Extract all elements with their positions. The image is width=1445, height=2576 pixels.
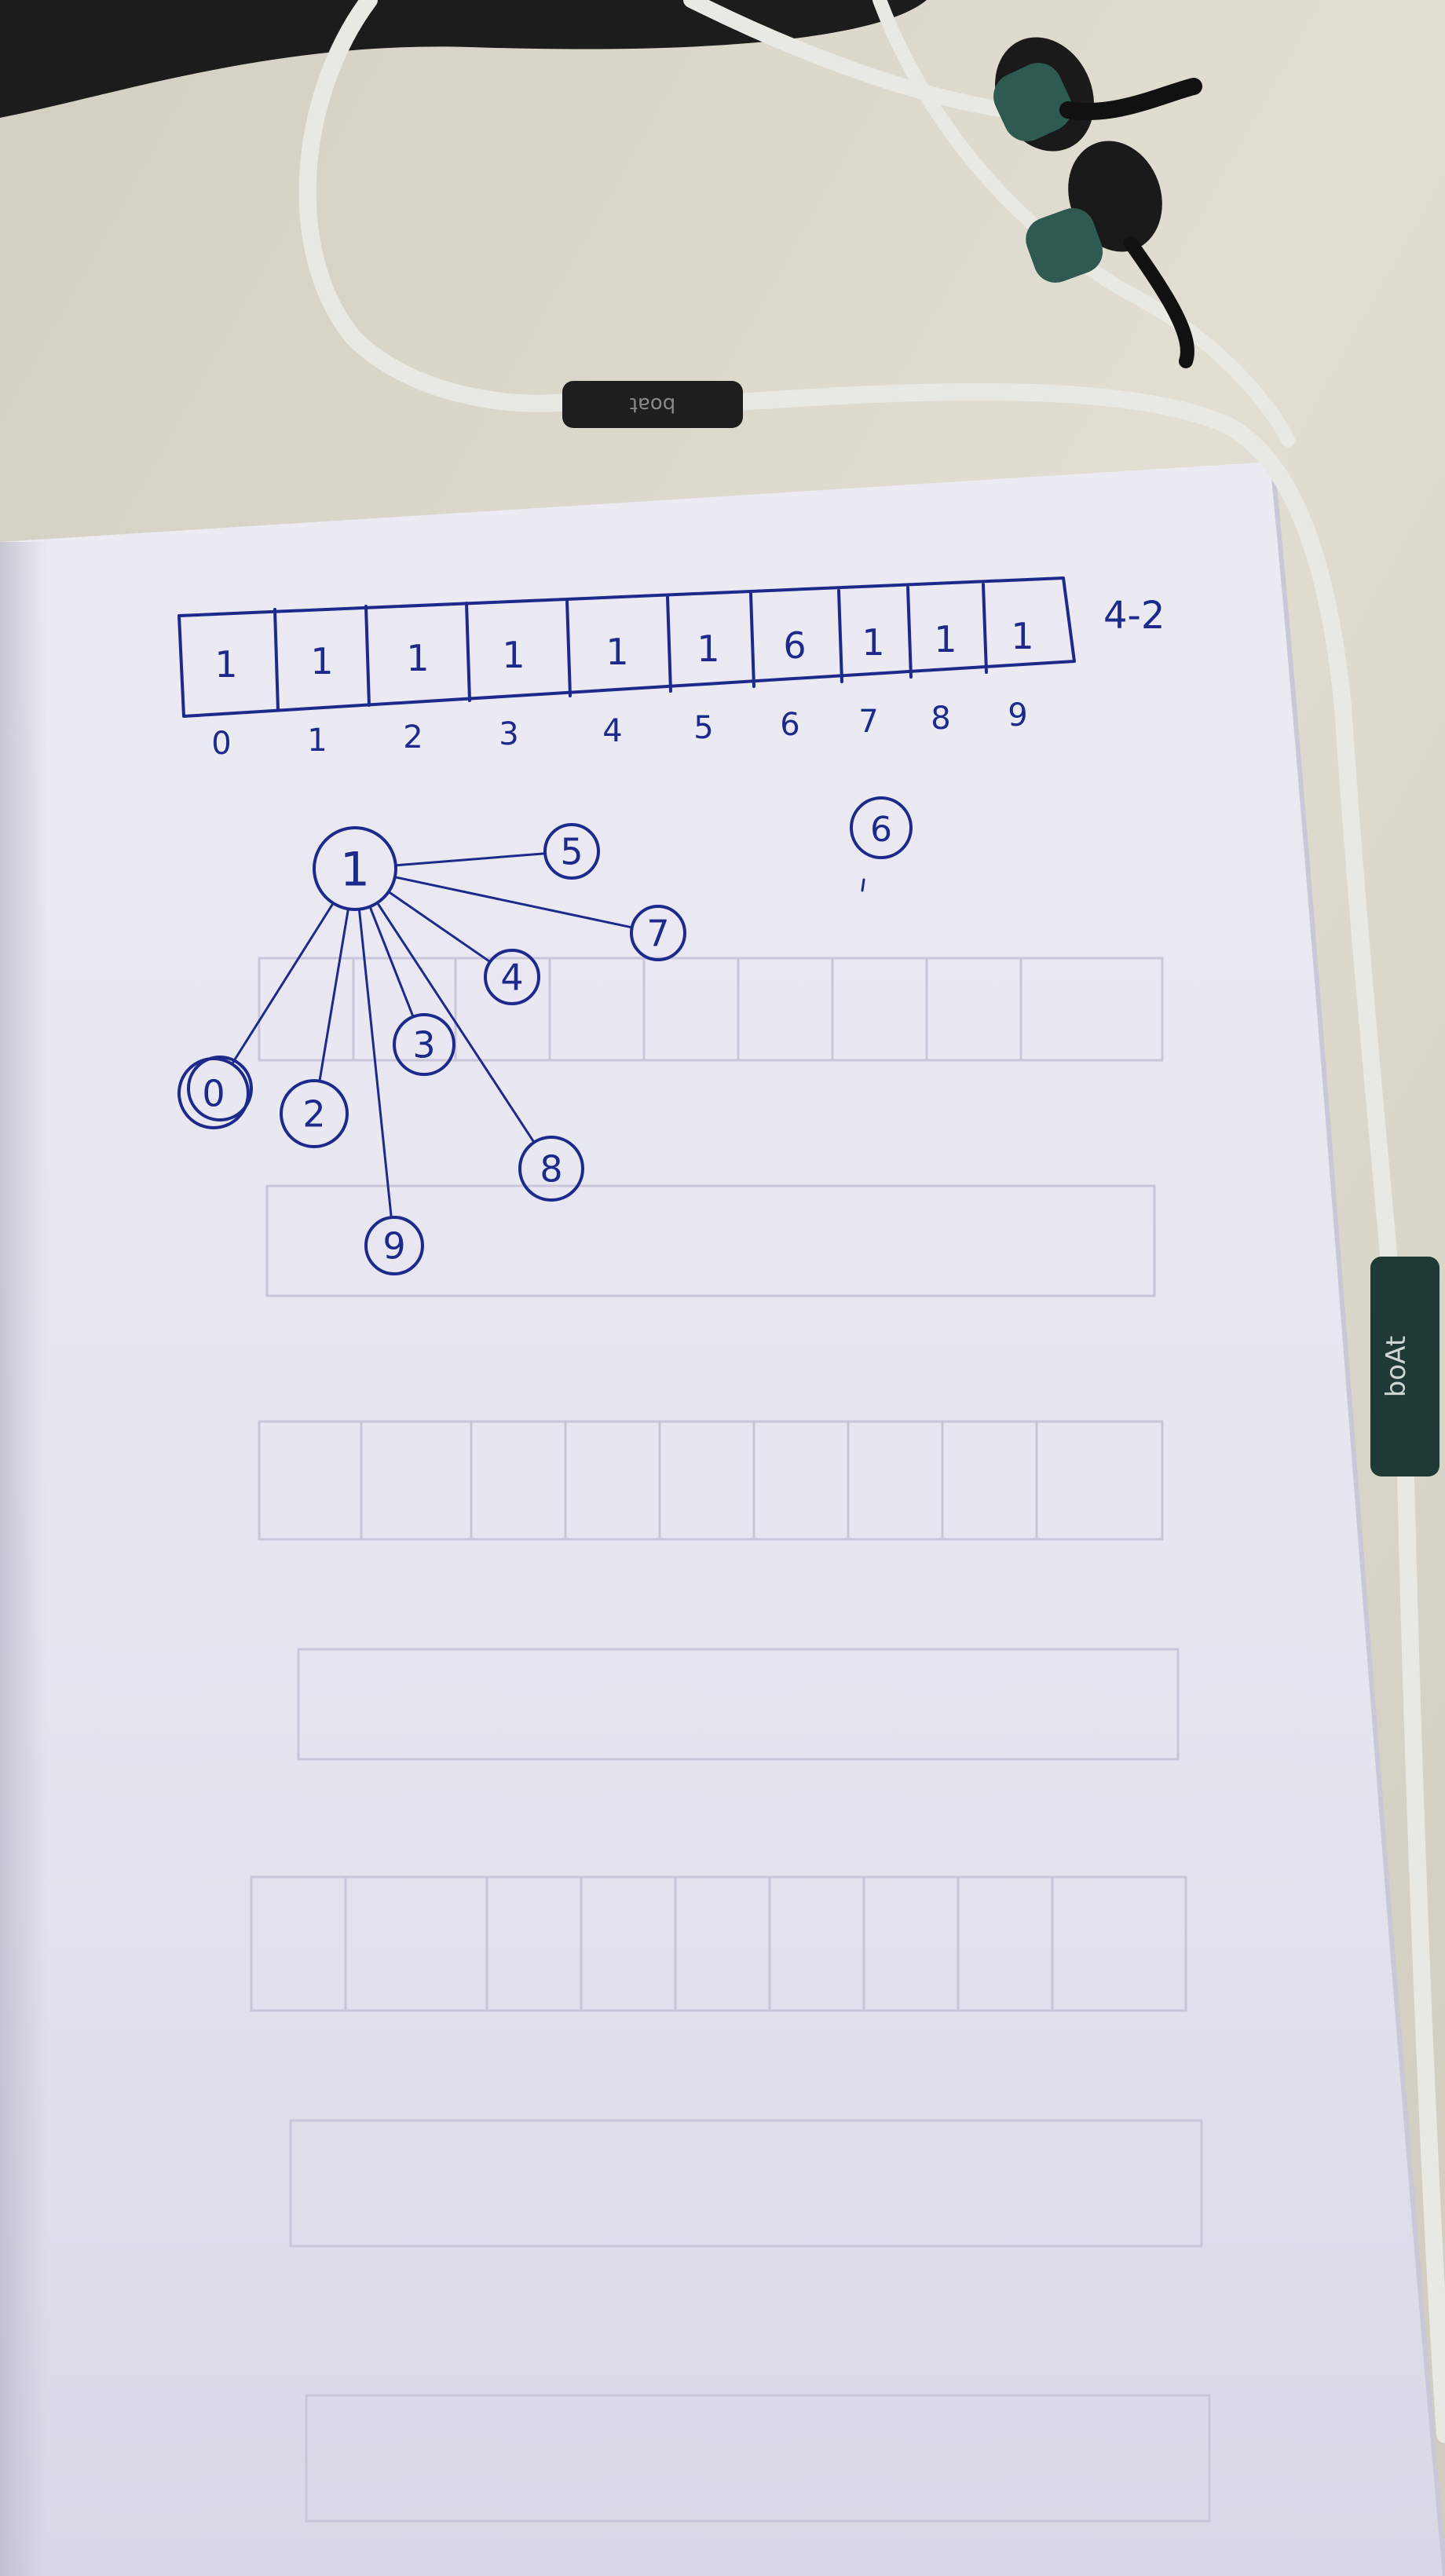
tree-edges — [230, 852, 634, 1219]
tree-node-label: 2 — [302, 1093, 325, 1136]
tree-node-label: 9 — [382, 1225, 405, 1268]
array-index-label: 5 — [693, 710, 713, 746]
array-index-label: 4 — [602, 713, 622, 749]
separate-node: 6 — [850, 796, 913, 892]
tree-edge — [230, 902, 335, 1066]
tree-edge — [318, 907, 349, 1083]
tree-node-label: 3 — [412, 1024, 435, 1067]
tree-root-circle — [313, 826, 397, 911]
remote-brand: boAt — [1381, 1336, 1412, 1397]
array-divider — [749, 592, 755, 688]
array-index-label: 9 — [1008, 697, 1027, 734]
separate-node-tick — [861, 878, 865, 892]
array-index-label: 8 — [931, 701, 950, 737]
array-cell-value: 6 — [783, 624, 806, 667]
array-cell-value: 1 — [862, 621, 884, 664]
array-divider — [273, 608, 280, 712]
notebook-edge — [1270, 461, 1445, 2576]
array-index-label: 0 — [211, 726, 231, 762]
array-outline — [177, 576, 1076, 718]
tree-node-label: 7 — [646, 913, 669, 955]
tree-node-circle — [364, 1216, 424, 1275]
array-side-note: 4-2 — [1103, 594, 1165, 638]
array-cell-value: 1 — [934, 618, 957, 660]
array-index-label: 6 — [780, 707, 799, 743]
array-cell-value: 1 — [1011, 615, 1033, 657]
array-index-label: 3 — [499, 716, 518, 752]
array-divider — [982, 583, 988, 674]
tree-drawing: 5 7 4 3 8 9 2 0 1 6 — [177, 796, 913, 1275]
array-index-label: 1 — [307, 723, 327, 759]
tree-node-label: 5 — [560, 831, 583, 873]
notebook-spine-shadow — [0, 542, 47, 2576]
tree-edge — [368, 905, 415, 1019]
separate-node-label: 6 — [870, 810, 892, 850]
tree-node-circle-overdraw — [187, 1056, 253, 1122]
array-index-label: 2 — [403, 719, 423, 756]
array-divider — [837, 589, 843, 683]
array-cell-value: 1 — [406, 637, 429, 679]
tree-edge — [357, 908, 393, 1219]
ghost-impressions — [250, 957, 1211, 2523]
tree-node-label: 0 — [202, 1073, 225, 1115]
notebook-page — [0, 462, 1445, 2576]
tree-node-circle — [280, 1079, 349, 1148]
array-cell-value: 1 — [605, 631, 628, 673]
tree-node-circle — [393, 1013, 455, 1076]
array-cell-value: 1 — [502, 634, 525, 676]
array-indices: 0 1 2 3 4 5 6 7 8 9 — [211, 697, 1027, 762]
array-dividers — [273, 583, 988, 712]
tree-edge — [394, 852, 547, 867]
tree-edge — [387, 891, 492, 964]
tree-root-label: 1 — [340, 843, 370, 898]
cable-remote: boat — [562, 381, 743, 428]
tree-node-label: 8 — [540, 1148, 562, 1191]
remote-brand-mirrored: boat — [630, 393, 676, 416]
separate-node-circle — [850, 796, 913, 859]
tree-node-label: 4 — [500, 957, 523, 999]
earbuds — [993, 37, 1202, 368]
tree-edge — [393, 876, 634, 929]
array-divider — [364, 605, 371, 707]
earphone-cable — [298, 0, 1445, 2443]
array-index-label: 7 — [858, 704, 878, 740]
array-divider — [565, 598, 572, 697]
array-cell-value: 1 — [214, 643, 237, 686]
tree-edge — [375, 902, 536, 1144]
strap — [0, 0, 927, 118]
tree-node-circle — [518, 1136, 584, 1202]
tree-node-circle — [484, 949, 540, 1005]
cable-remote-right: boAt — [1370, 1257, 1440, 1476]
array-divider — [666, 595, 672, 693]
array-divider — [906, 586, 913, 679]
tree-node-circle — [543, 823, 600, 880]
tree-node-circle — [630, 905, 686, 961]
array-cell-value: 1 — [310, 640, 333, 682]
tree-nodes: 5 7 4 3 8 9 2 0 1 — [177, 823, 686, 1275]
array-cell-value: 1 — [697, 628, 719, 670]
array-divider — [465, 602, 471, 702]
